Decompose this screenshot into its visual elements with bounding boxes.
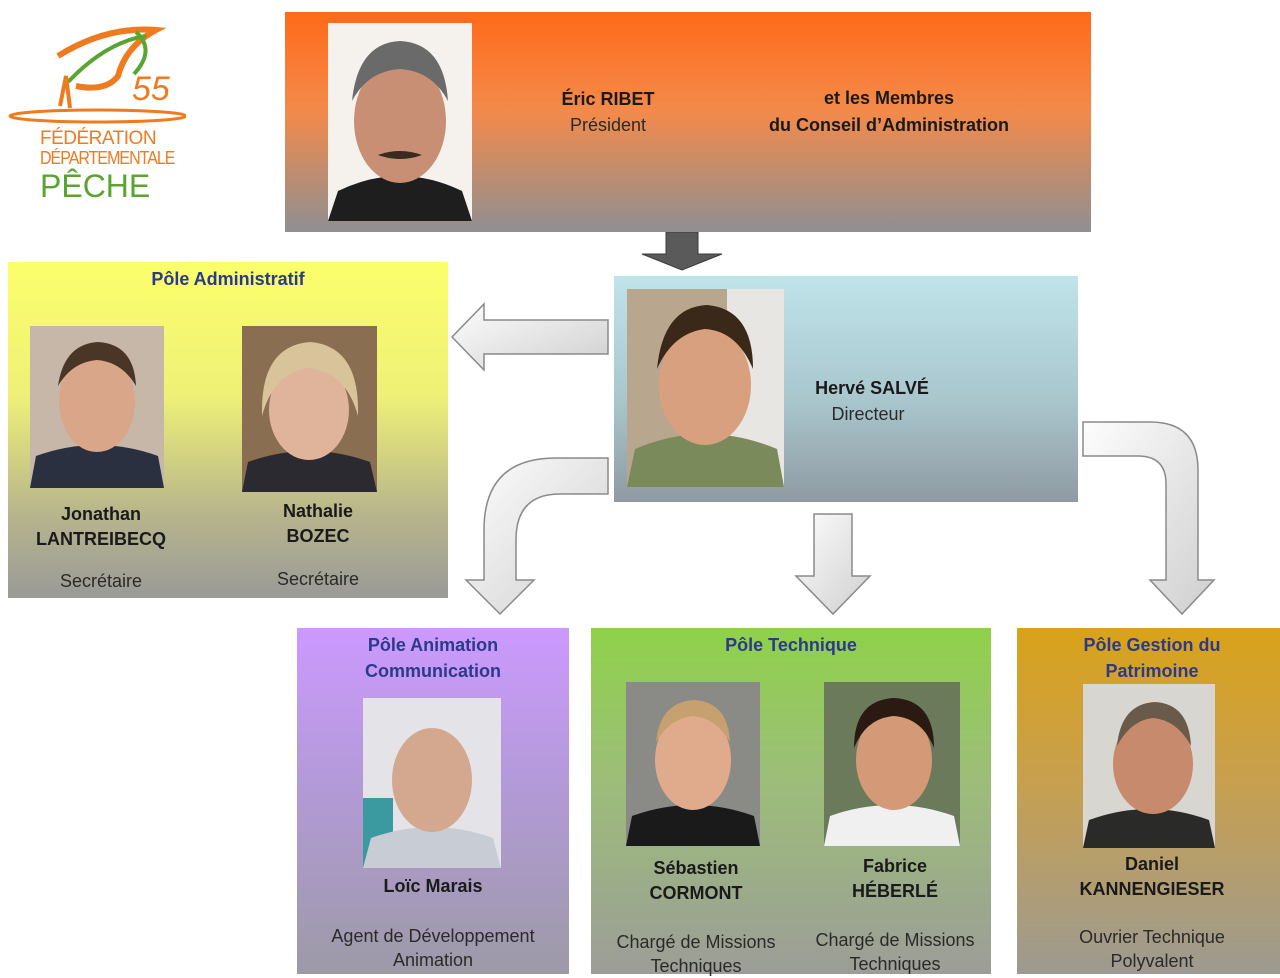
person-role-jonathan: Secrétaire bbox=[59, 571, 143, 591]
person-name-fabrice: Fabrice HÉBERLÉ bbox=[851, 856, 938, 901]
pole-patrimoine-title: Pôle Gestion du Patrimoine bbox=[1083, 635, 1221, 681]
person-role-sebastien: Chargé de Missions Techniques bbox=[616, 932, 776, 976]
pole-technique: Pôle Technique Sébastien CORMONT Chargé … bbox=[591, 628, 991, 976]
pole-technique-title: Pôle Technique bbox=[725, 635, 857, 655]
pole-animation: Pôle Animation Communication Loïc Marais… bbox=[297, 628, 569, 974]
person-name-jonathan: Jonathan LANTREIBECQ bbox=[36, 504, 166, 549]
fish-logo-icon bbox=[8, 26, 186, 124]
arrow-director-to-admin bbox=[450, 302, 609, 372]
logo-number: 55 bbox=[132, 70, 170, 108]
arrow-director-to-patrimoine bbox=[1082, 421, 1216, 616]
person-photo-loic bbox=[363, 698, 501, 868]
person-role-daniel: Ouvrier Technique Polyvalent bbox=[1079, 927, 1225, 971]
pole-patrimoine: Pôle Gestion du Patrimoine Daniel KANNEN… bbox=[1017, 628, 1280, 974]
person-role-loic: Agent de Développement Animation bbox=[331, 926, 535, 970]
person-role-fabrice: Chargé de Missions Techniques bbox=[815, 930, 975, 974]
president-photo bbox=[328, 23, 472, 221]
pole-administratif: Pôle Administratif Jonathan LANTREIBECQ … bbox=[8, 262, 448, 598]
person-name-daniel: Daniel KANNENGIESER bbox=[1079, 854, 1225, 899]
logo-line1: FÉDÉRATION bbox=[40, 128, 157, 149]
director-box: Hervé SALVÉ Directeur bbox=[614, 276, 1078, 502]
person-name-loic: Loïc Marais bbox=[383, 876, 483, 896]
person-name-sebastien: Sébastien CORMONT bbox=[649, 858, 743, 903]
director-photo bbox=[627, 289, 784, 487]
federation-logo: 55 FÉDÉRATION DÉPARTEMENTALE PÊCHE bbox=[6, 16, 186, 206]
arrow-director-to-technique bbox=[794, 513, 872, 616]
person-photo-daniel bbox=[1083, 684, 1215, 848]
person-role-nathalie: Secrétaire bbox=[276, 569, 360, 589]
person-photo-jonathan bbox=[30, 326, 164, 488]
president-name: Éric RIBET bbox=[561, 89, 655, 109]
logo-line3: PÊCHE bbox=[40, 168, 151, 204]
council-line2: du Conseil d’Administration bbox=[768, 115, 1009, 135]
pole-animation-title: Pôle Animation Communication bbox=[364, 635, 501, 681]
logo-line2: DÉPARTEMENTALE bbox=[40, 149, 175, 169]
arrow-director-to-animation bbox=[464, 457, 609, 616]
arrow-president-to-director bbox=[641, 231, 723, 271]
director-name: Hervé SALVÉ bbox=[815, 378, 929, 398]
person-photo-nathalie bbox=[242, 326, 377, 492]
pole-administratif-title: Pôle Administratif bbox=[151, 269, 305, 289]
person-name-nathalie: Nathalie BOZEC bbox=[282, 501, 354, 546]
president-title: Président bbox=[569, 115, 647, 135]
council-line1: et les Membres bbox=[823, 88, 955, 108]
person-photo-sebastien bbox=[626, 682, 760, 846]
person-photo-fabrice bbox=[824, 682, 960, 846]
director-title: Directeur bbox=[831, 404, 905, 424]
president-banner: Éric RIBET Président et les Membres du C… bbox=[285, 12, 1091, 232]
